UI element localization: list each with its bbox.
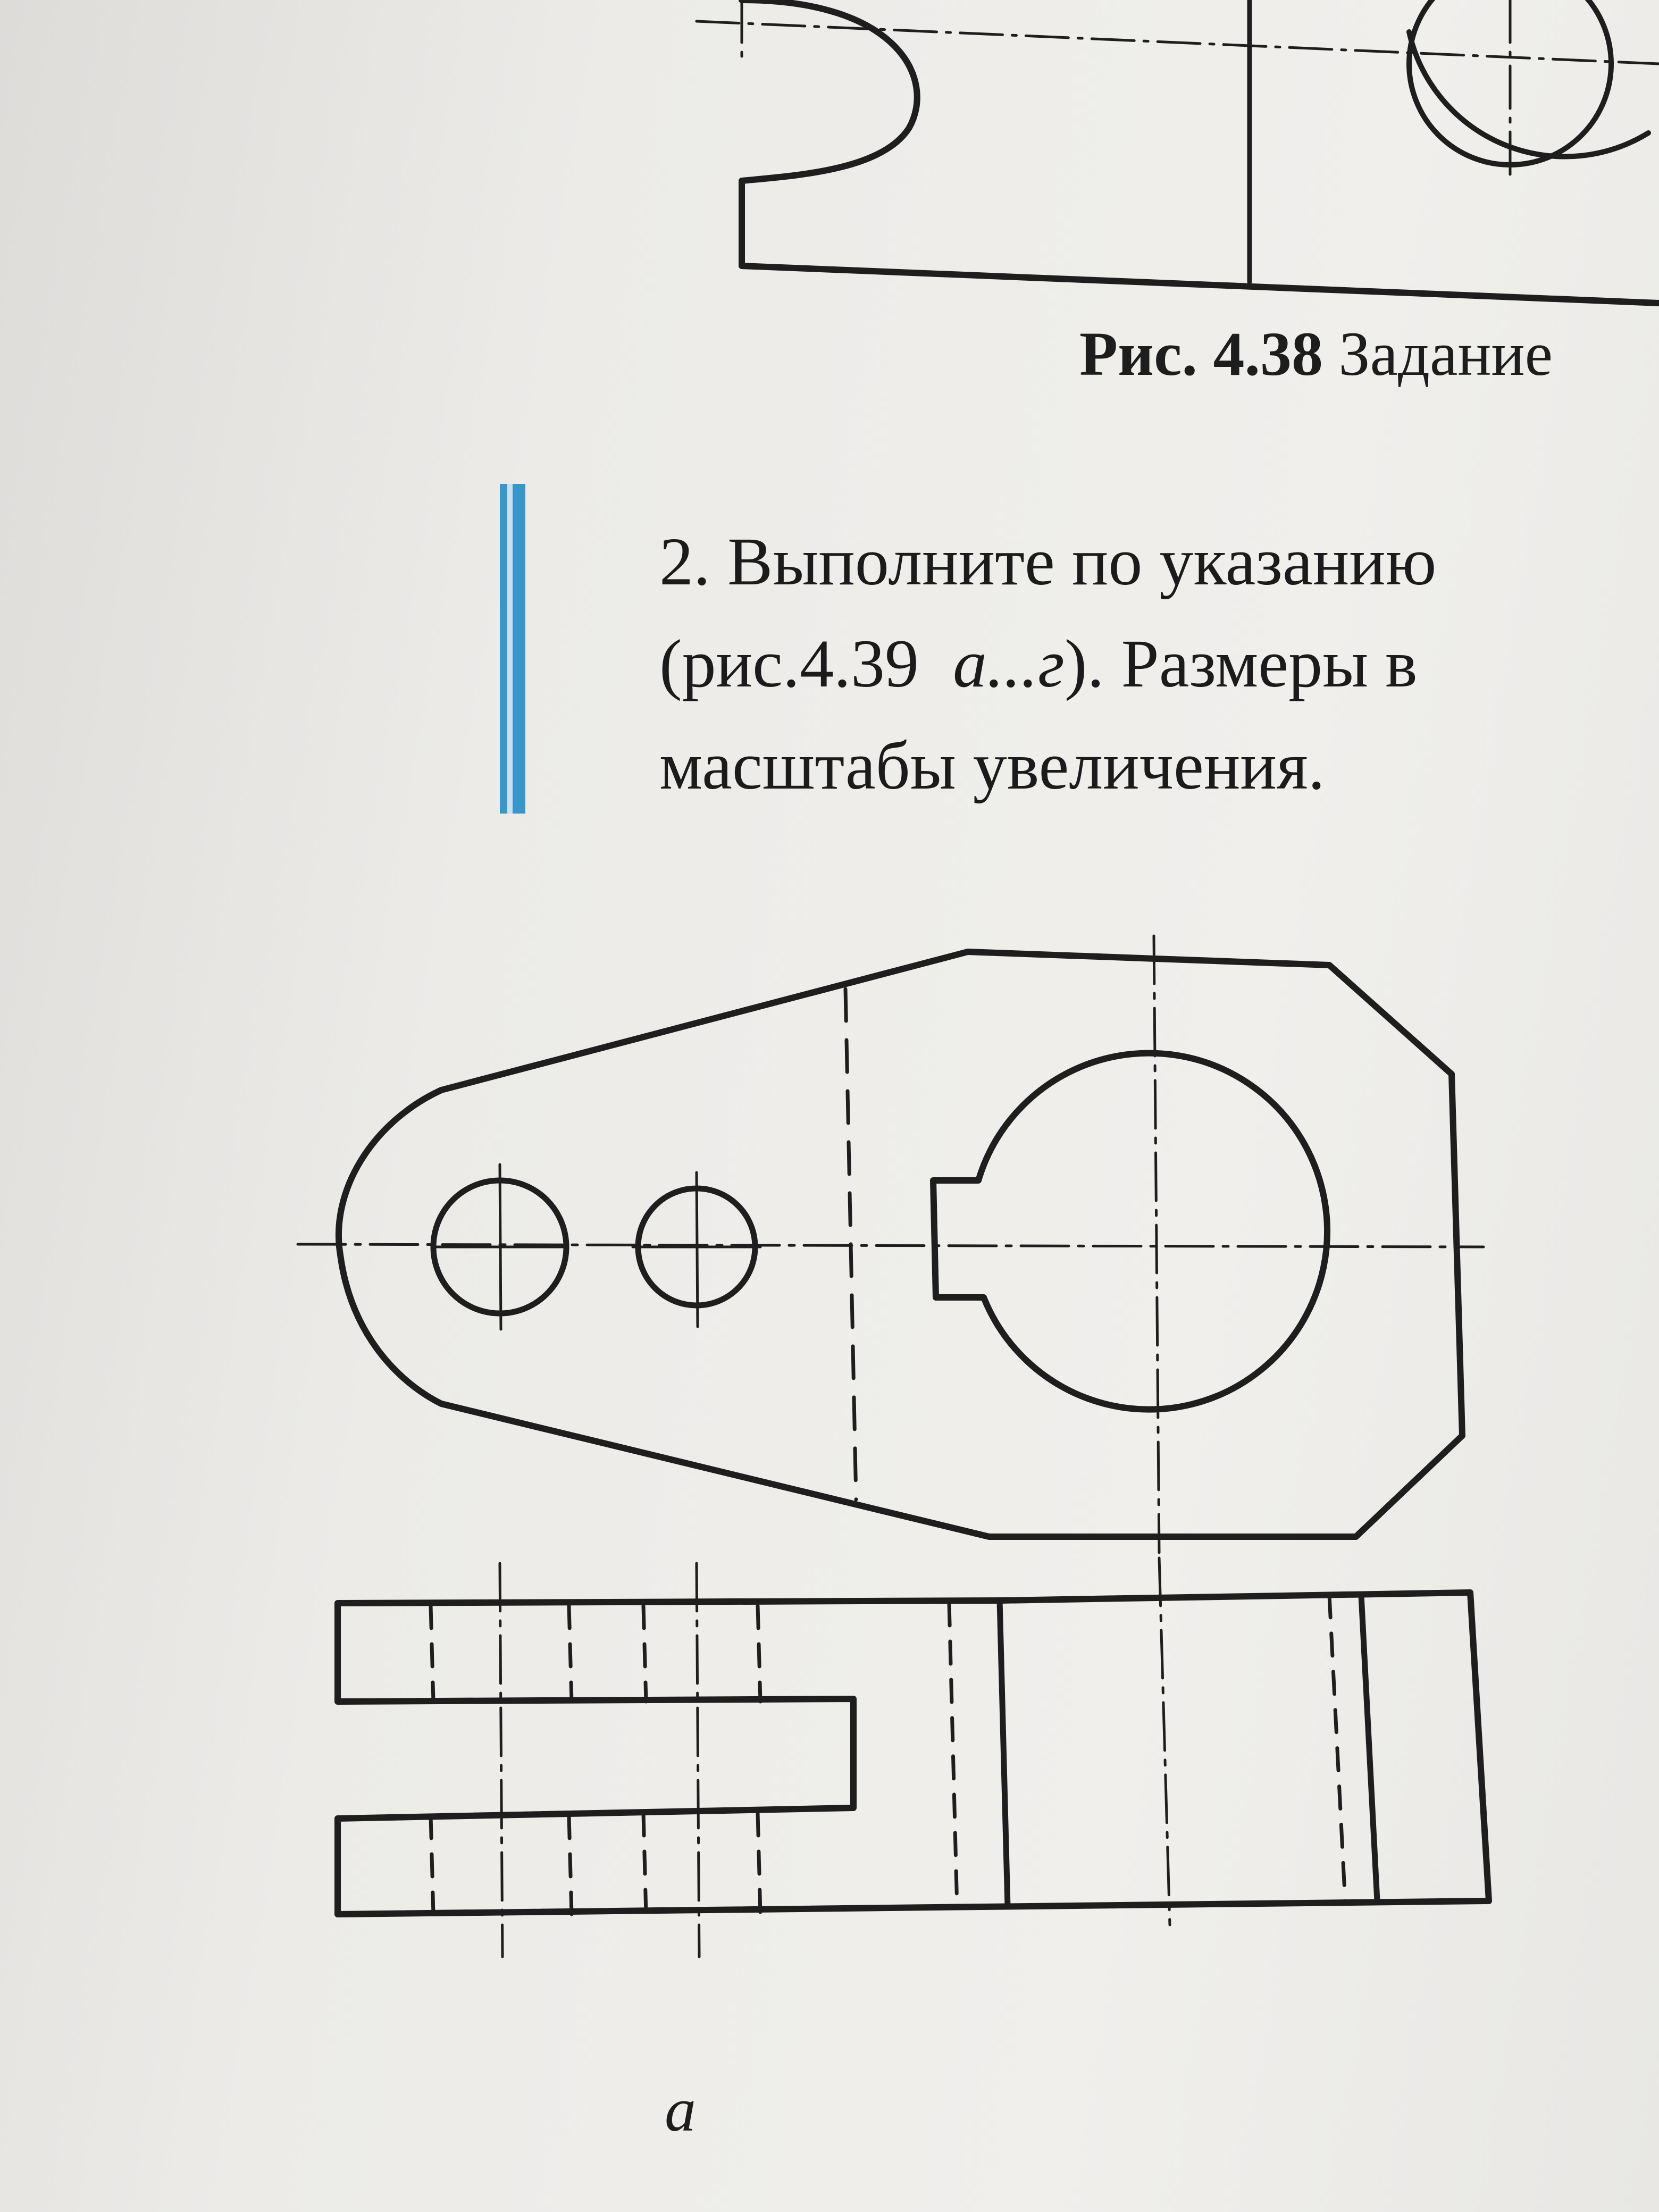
task-text: 2. Выполните по указанию (рис.4.39 а...г… — [659, 510, 1659, 817]
figure-caption: Рис. 4.38 Задание — [1079, 318, 1553, 390]
task-line-2: (рис.4.39 а...г). Размеры в — [659, 613, 1659, 715]
figure-4-38-fragment — [695, 0, 1659, 306]
top-view — [296, 934, 1485, 1554]
figure-number: Рис. 4.38 — [1079, 319, 1323, 389]
task-line-1: 2. Выполните по указанию — [659, 524, 1437, 599]
task-line-2-open: (рис.4.39 — [659, 626, 919, 701]
figure-sub-label: а — [665, 2075, 696, 2144]
task-line-2-close: ). Размеры в — [1064, 626, 1418, 701]
task-line-2-italic: а...г — [952, 626, 1065, 701]
task-line-3: масштабы увеличения. — [659, 728, 1325, 803]
task-marker-bar — [500, 484, 525, 814]
front-view — [334, 1556, 1492, 1958]
figure-title: Задание — [1338, 319, 1553, 389]
